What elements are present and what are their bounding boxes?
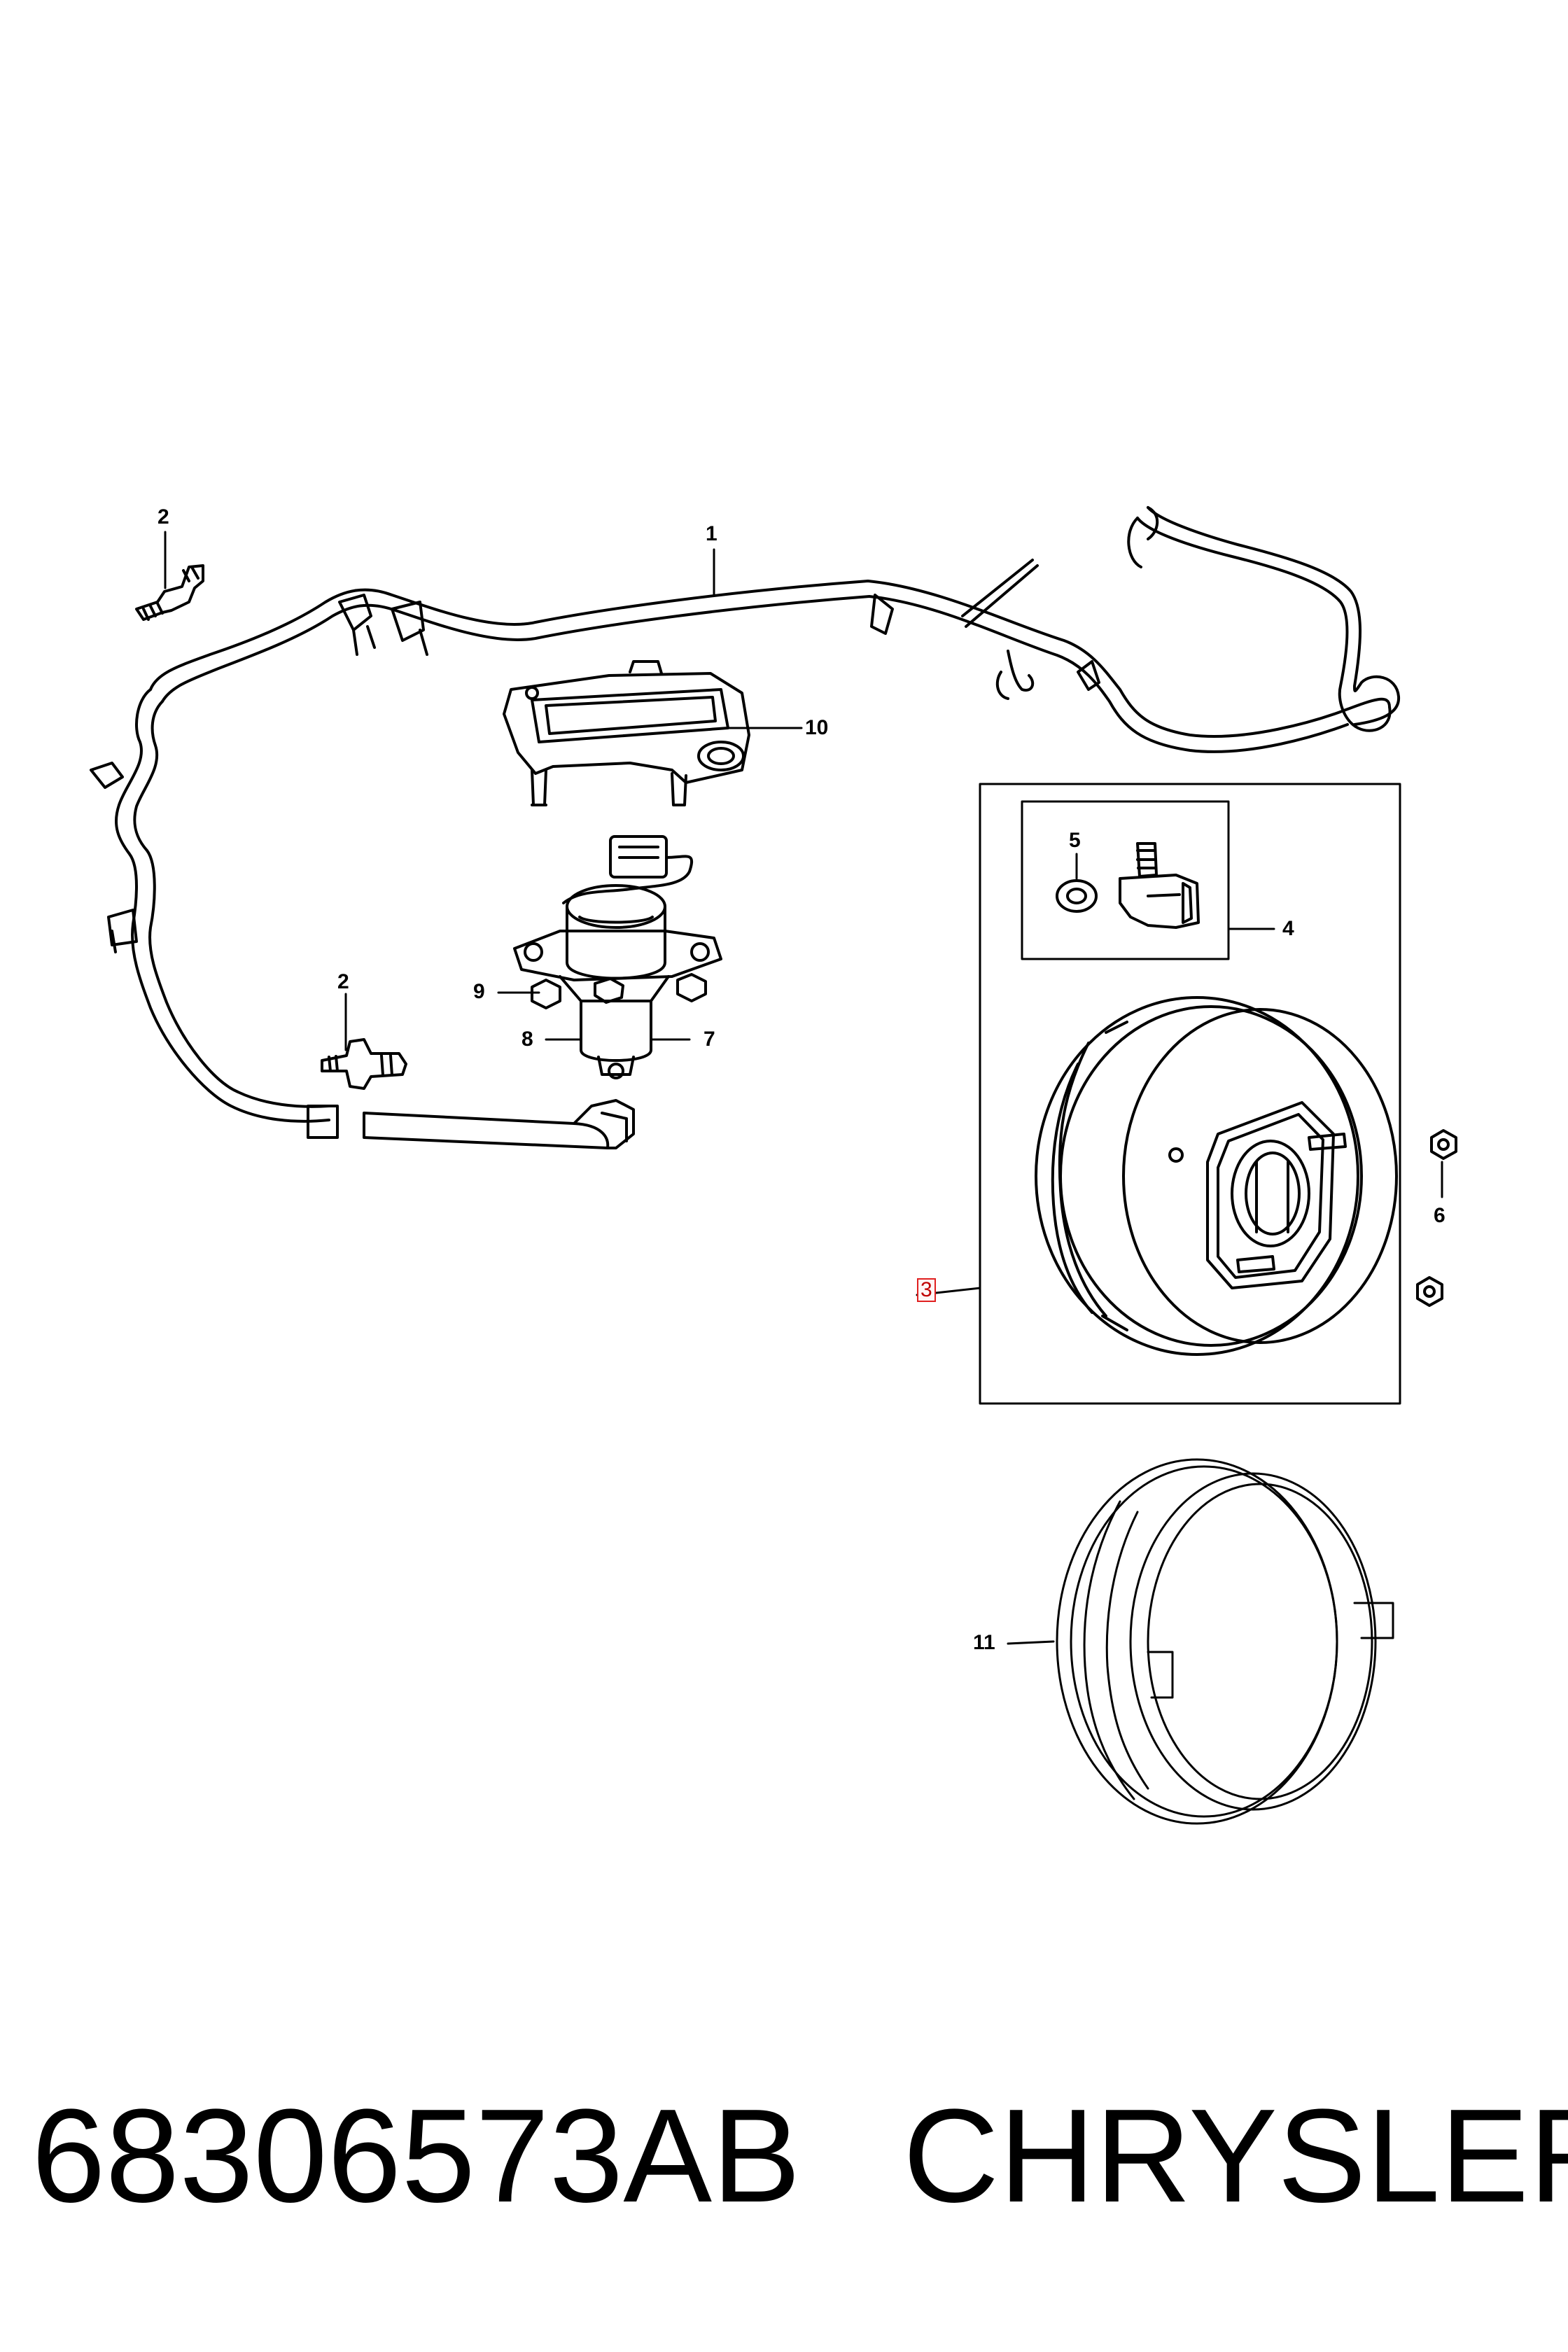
- grommet: [1056, 879, 1098, 913]
- callout-2-lower: 2: [337, 970, 349, 993]
- callout-2-upper: 2: [158, 505, 169, 528]
- callout-8: 8: [522, 1028, 533, 1051]
- vacuum-hose-assembly: [90, 506, 1401, 1123]
- connector-lower: [321, 1038, 407, 1090]
- callout-1: 1: [706, 522, 718, 545]
- check-valve: [1119, 842, 1200, 929]
- callout-11: 11: [973, 1631, 995, 1654]
- callout-3: 3: [917, 1278, 936, 1302]
- connector-upper: [135, 564, 204, 621]
- callout-4: 4: [1282, 917, 1294, 940]
- booster-seal-ring: [1056, 1458, 1394, 1825]
- callout-5: 5: [1069, 829, 1081, 852]
- callout-9: 9: [473, 980, 485, 1003]
- booster-nuts: [1416, 1129, 1457, 1307]
- booster-group-box: [979, 783, 1401, 1405]
- leader-11: [1007, 1640, 1055, 1645]
- pump-bracket: [503, 660, 750, 806]
- valve-kit-box: [1021, 800, 1230, 960]
- part-number: 68306573AB: [31, 2082, 801, 2230]
- vacuum-pump: [513, 835, 722, 1079]
- lower-hose-segment: [307, 1099, 635, 1149]
- leader-lines: [164, 531, 1443, 1645]
- brake-booster: [1035, 996, 1398, 1356]
- callout-6: 6: [1434, 1204, 1446, 1227]
- callout-7: 7: [704, 1028, 715, 1051]
- callout-10: 10: [805, 716, 829, 739]
- brand-name: CHRYSLER: [903, 2082, 1568, 2230]
